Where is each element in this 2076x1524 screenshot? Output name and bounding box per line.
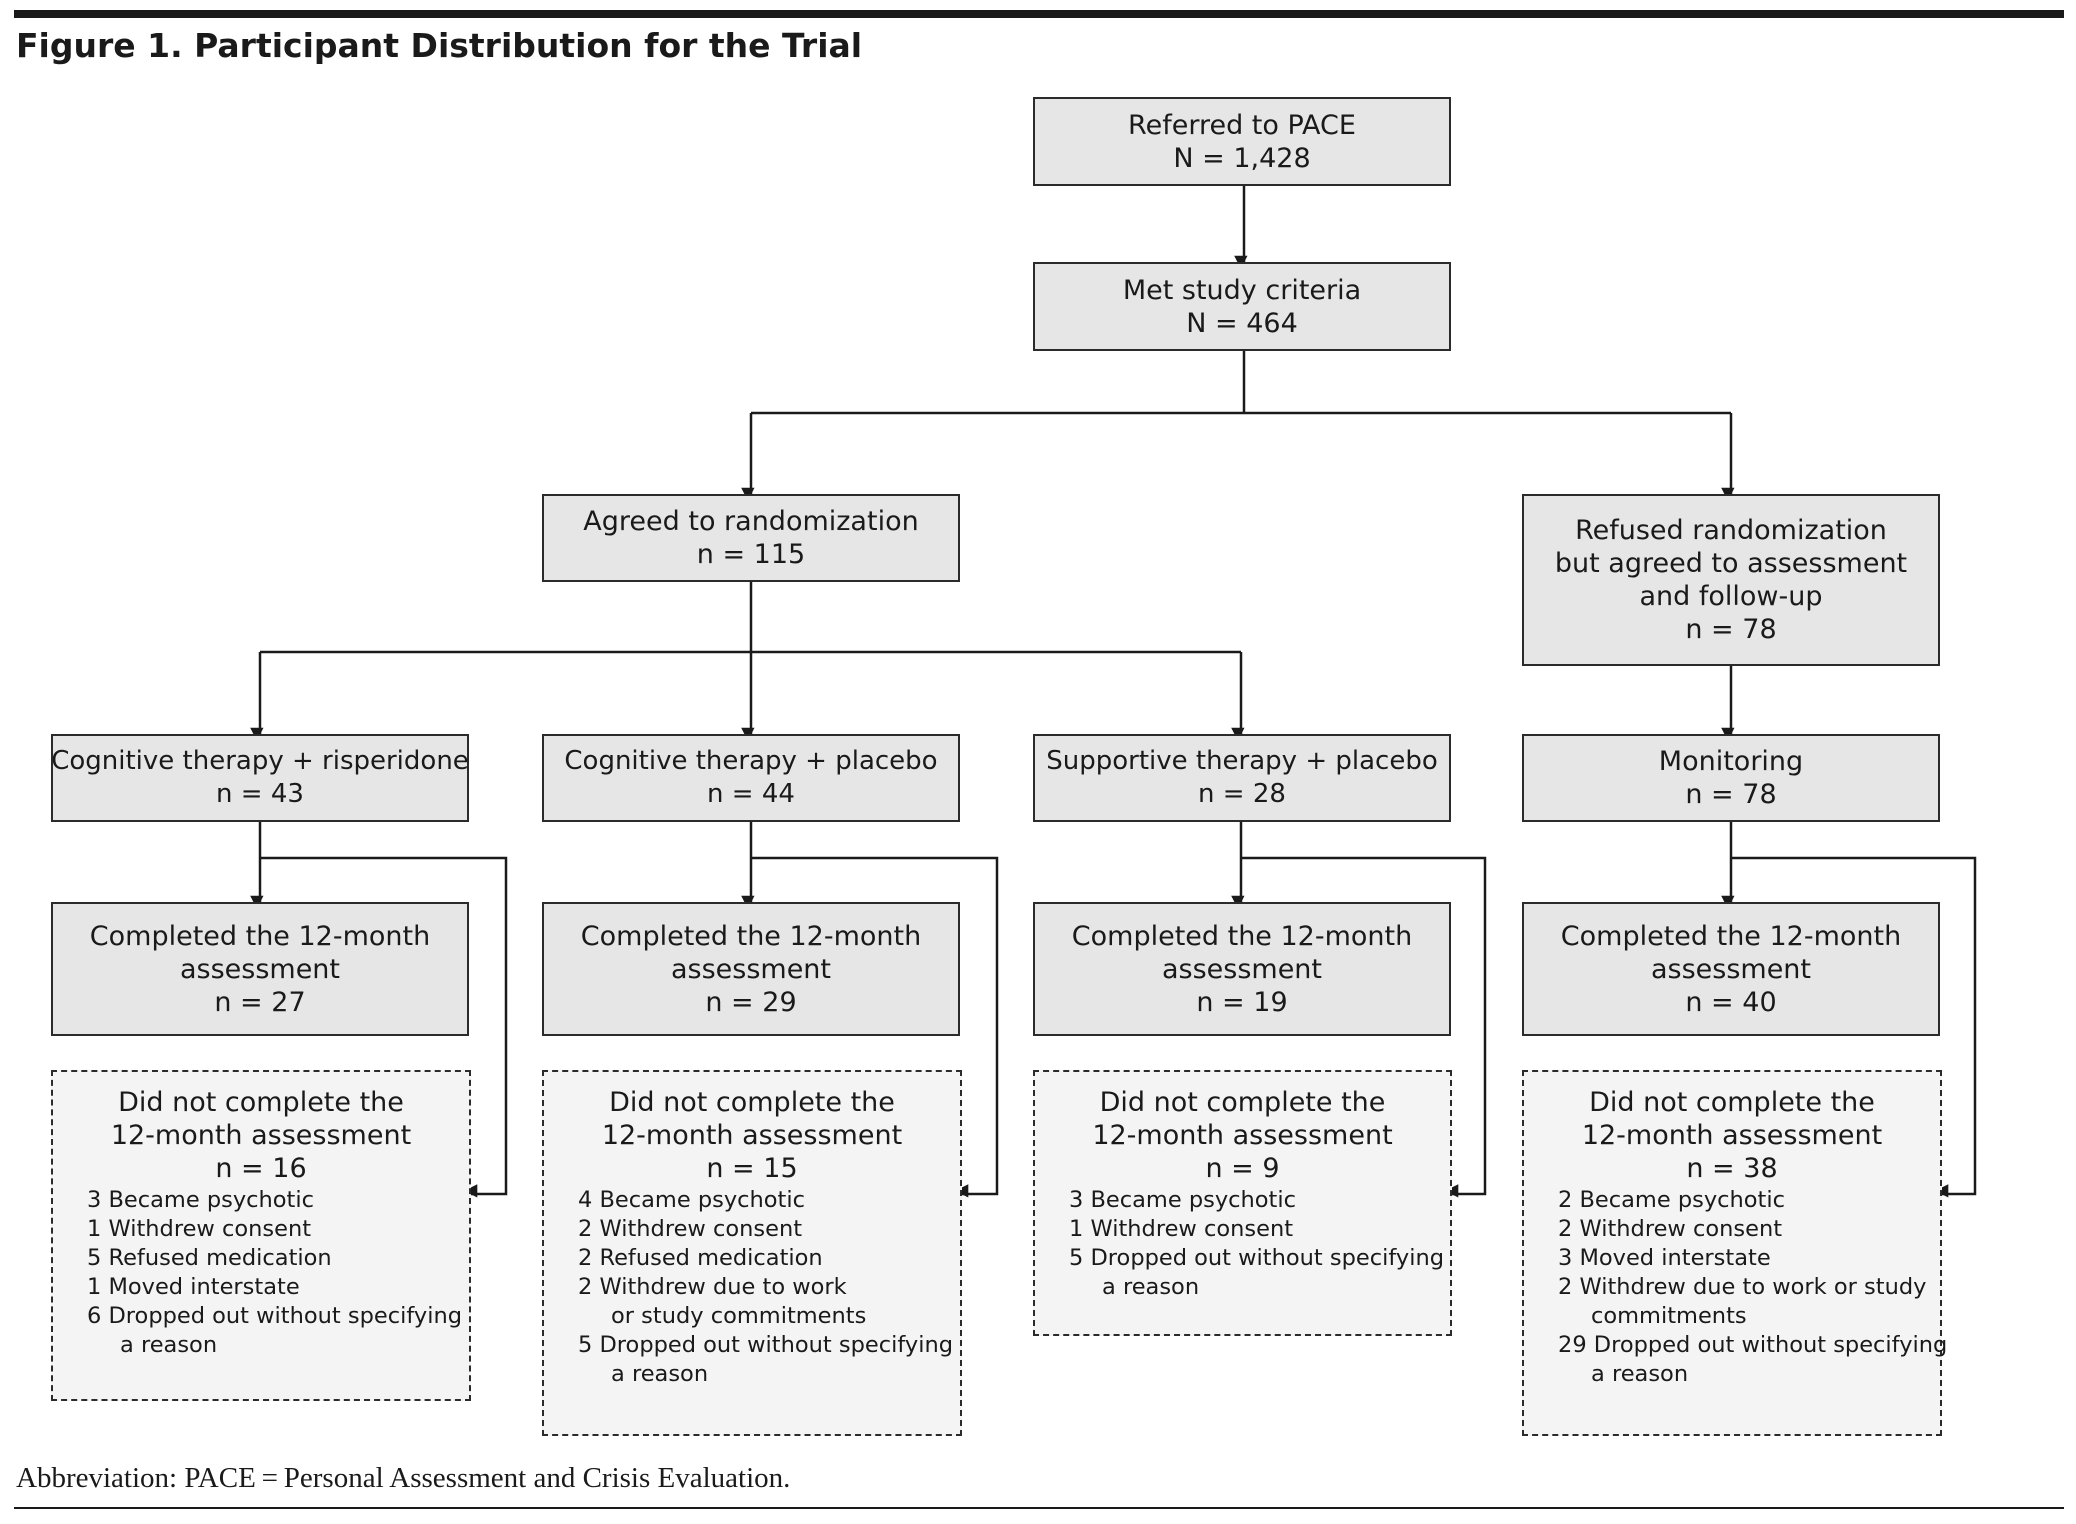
- reason-item: 2 Withdrew consent: [1558, 1216, 1783, 1242]
- completed-count: n = 27: [214, 986, 306, 1018]
- not-completed-line-2: 12-month assessment: [110, 1120, 412, 1151]
- reason-continuation: commitments: [1591, 1303, 1747, 1329]
- arm-name: Cognitive therapy + placebo: [564, 746, 938, 776]
- completed-line-1: Completed the 12-month: [1560, 920, 1902, 952]
- met-criteria-label: Met study criteria: [1122, 274, 1362, 306]
- not-completed-line-1: Did not complete the: [1099, 1087, 1386, 1118]
- agreed-count: n = 115: [696, 539, 806, 570]
- arrow-arm-3-not-completed: [1241, 856, 1487, 1198]
- arm-name: Supportive therapy + placebo: [1046, 746, 1438, 776]
- arm-count: n = 28: [1198, 779, 1286, 809]
- reason-item: 2 Withdrew consent: [578, 1216, 803, 1242]
- not-completed-count: n = 38: [1686, 1153, 1778, 1184]
- arm-count: n = 44: [707, 779, 795, 809]
- arm-box: Cognitive therapy + placebo n = 44: [542, 734, 960, 822]
- reason-item: 5 Refused medication: [87, 1245, 332, 1271]
- reason-item: 2 Withdrew due to work: [578, 1274, 847, 1300]
- arm-name: Cognitive therapy + risperidone: [51, 746, 469, 776]
- completed-count: n = 19: [1196, 986, 1288, 1018]
- reason-item: 3 Became psychotic: [87, 1187, 314, 1213]
- completed-line-1: Completed the 12-month: [89, 920, 431, 952]
- not-completed-box: Did not complete the 12-month assessment…: [1033, 1070, 1452, 1336]
- monitoring-count: n = 78: [1685, 779, 1777, 810]
- completed-box: Completed the 12-month assessment n = 40: [1522, 902, 1940, 1036]
- not-completed-heading: Did not complete the 12-month assessment…: [1532, 1086, 1932, 1185]
- reason-item: 2 Withdrew due to work or study: [1558, 1274, 1927, 1300]
- met-criteria-box: Met study criteria N = 464: [1033, 262, 1451, 351]
- completed-line-2: assessment: [179, 953, 341, 985]
- reason-continuation: or study commitments: [611, 1303, 867, 1329]
- reason-list: 3 Became psychotic 1 Withdrew consent 5 …: [87, 1186, 462, 1360]
- not-completed-box: Did not complete the 12-month assessment…: [51, 1070, 471, 1401]
- arrow-arm-1-not-completed: [260, 856, 508, 1198]
- reason-item: 6 Dropped out without specifying: [87, 1303, 462, 1329]
- figure-footnote: Abbreviation: PACE = Personal Assessment…: [16, 1462, 791, 1494]
- reason-item: 29 Dropped out without specifying: [1558, 1332, 1948, 1358]
- completed-box: Completed the 12-month assessment n = 29: [542, 902, 960, 1036]
- reason-item: 3 Became psychotic: [1069, 1187, 1296, 1213]
- agreed-randomization-box: Agreed to randomization n = 115: [542, 494, 960, 582]
- not-completed-line-1: Did not complete the: [118, 1087, 404, 1118]
- completed-count: n = 29: [705, 986, 797, 1018]
- refused-randomization-box: Refused randomization but agreed to asse…: [1522, 494, 1940, 666]
- reason-item: 2 Became psychotic: [1558, 1187, 1785, 1213]
- not-completed-box: Did not complete the 12-month assessment…: [542, 1070, 962, 1436]
- completed-line-2: assessment: [1161, 953, 1323, 985]
- not-completed-line-1: Did not complete the: [609, 1087, 895, 1118]
- not-completed-line-2: 12-month assessment: [1581, 1120, 1883, 1151]
- completed-line-1: Completed the 12-month: [580, 920, 922, 952]
- top-rule: [14, 10, 2064, 18]
- reason-item: 1 Withdrew consent: [1069, 1216, 1294, 1242]
- arm-box: Cognitive therapy + risperidone n = 43: [51, 734, 469, 822]
- not-completed-heading: Did not complete the 12-month assessment…: [1043, 1086, 1442, 1185]
- not-completed-line-1: Did not complete the: [1589, 1087, 1875, 1118]
- not-completed-count: n = 15: [706, 1153, 798, 1184]
- referred-label: Referred to PACE: [1128, 109, 1356, 141]
- reason-item: 5 Dropped out without specifying: [1069, 1245, 1444, 1271]
- reason-list: 3 Became psychotic 1 Withdrew consent 5 …: [1069, 1186, 1444, 1302]
- figure-title: Figure 1. Participant Distribution for t…: [16, 26, 863, 65]
- not-completed-count: n = 16: [215, 1153, 307, 1184]
- not-completed-box: Did not complete the 12-month assessment…: [1522, 1070, 1948, 1436]
- bottom-rule: [14, 1507, 2064, 1509]
- reason-continuation: a reason: [120, 1332, 218, 1358]
- not-completed-heading: Did not complete the 12-month assessment…: [552, 1086, 952, 1185]
- completed-box: Completed the 12-month assessment n = 19: [1033, 902, 1451, 1036]
- not-completed-count: n = 9: [1205, 1153, 1280, 1184]
- completed-line-2: assessment: [670, 953, 832, 985]
- reason-list: 2 Became psychotic 2 Withdrew consent 3 …: [1558, 1186, 1948, 1389]
- arm-box: Supportive therapy + placebo n = 28: [1033, 734, 1451, 822]
- refused-line-1: Refused randomization: [1575, 515, 1887, 546]
- agreed-label: Agreed to randomization: [583, 506, 919, 537]
- completed-count: n = 40: [1685, 986, 1777, 1018]
- reason-item: 2 Refused medication: [578, 1245, 823, 1271]
- reason-item: 5 Dropped out without specifying: [578, 1332, 953, 1358]
- completed-box: Completed the 12-month assessment n = 27: [51, 902, 469, 1036]
- arrow-arm-2-not-completed: [751, 856, 999, 1198]
- completed-line-2: assessment: [1650, 953, 1812, 985]
- completed-line-1: Completed the 12-month: [1071, 920, 1413, 952]
- reason-list: 4 Became psychotic 2 Withdrew consent 2 …: [578, 1186, 953, 1389]
- not-completed-line-2: 12-month assessment: [1092, 1120, 1393, 1151]
- refused-count: n = 78: [1685, 614, 1777, 645]
- referred-count: N = 1,428: [1173, 142, 1311, 174]
- reason-item: 1 Withdrew consent: [87, 1216, 312, 1242]
- reason-item: 3 Moved interstate: [1558, 1245, 1771, 1271]
- reason-continuation: a reason: [1591, 1361, 1689, 1387]
- arrow-monitoring-not-completed: [1731, 856, 1977, 1198]
- referred-box: Referred to PACE N = 1,428: [1033, 97, 1451, 186]
- not-completed-line-2: 12-month assessment: [601, 1120, 903, 1151]
- monitoring-box: Monitoring n = 78: [1522, 734, 1940, 822]
- refused-line-3: and follow-up: [1639, 581, 1823, 612]
- not-completed-heading: Did not complete the 12-month assessment…: [61, 1086, 461, 1185]
- refused-line-2: but agreed to assessment: [1554, 548, 1908, 579]
- reason-continuation: a reason: [1102, 1274, 1200, 1300]
- reason-item: 1 Moved interstate: [87, 1274, 300, 1300]
- monitoring-label: Monitoring: [1658, 746, 1804, 777]
- met-criteria-count: N = 464: [1186, 307, 1298, 339]
- reason-continuation: a reason: [611, 1361, 709, 1387]
- reason-item: 4 Became psychotic: [578, 1187, 805, 1213]
- arm-count: n = 43: [216, 779, 304, 809]
